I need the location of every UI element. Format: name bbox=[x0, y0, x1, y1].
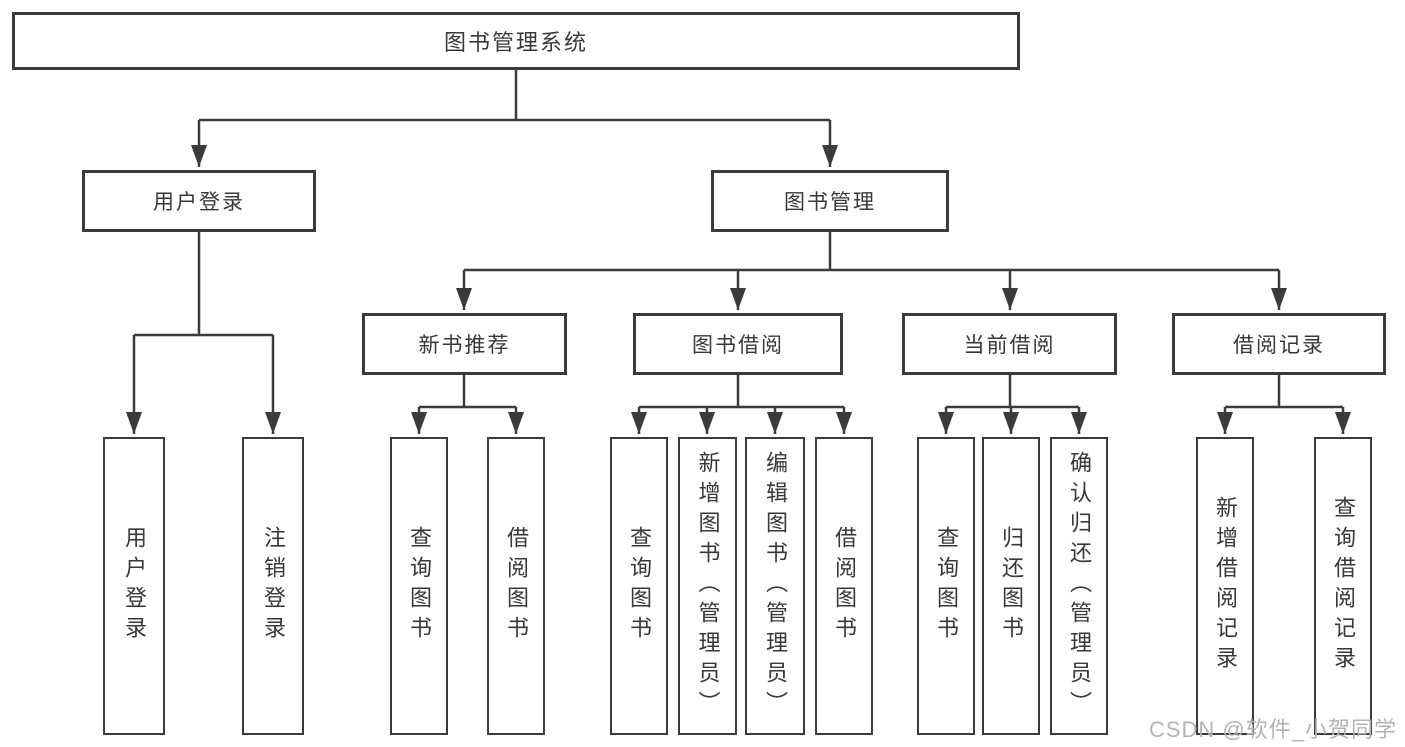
leaf-user-login: 用户登录 bbox=[103, 437, 165, 735]
leaf-add-book-admin: 新增图书（管理员） bbox=[678, 437, 737, 735]
node-book-borrow: 图书借阅 bbox=[633, 313, 843, 375]
node-borrow-records: 借阅记录 bbox=[1172, 313, 1386, 375]
leaf-query-books-borrow: 查询图书 bbox=[610, 437, 668, 735]
leaf-add-borrow-record: 新增借阅记录 bbox=[1196, 437, 1254, 735]
node-book-management: 图书管理 bbox=[711, 170, 949, 232]
node-user-login: 用户登录 bbox=[82, 170, 316, 232]
leaf-edit-book-admin: 编辑图书（管理员） bbox=[745, 437, 805, 735]
node-new-book-recommend: 新书推荐 bbox=[362, 313, 567, 375]
node-current-borrow: 当前借阅 bbox=[902, 313, 1117, 375]
leaf-borrow-books-recommend: 借阅图书 bbox=[487, 437, 545, 735]
csdn-watermark: CSDN @软件_小贺同学 bbox=[1148, 717, 1397, 742]
leaf-query-books-current: 查询图书 bbox=[917, 437, 975, 735]
leaf-logout: 注销登录 bbox=[242, 437, 304, 735]
leaf-borrow-books: 借阅图书 bbox=[815, 437, 873, 735]
leaf-query-borrow-record: 查询借阅记录 bbox=[1314, 437, 1372, 735]
node-library-management-system: 图书管理系统 bbox=[12, 12, 1020, 70]
leaf-query-books-recommend: 查询图书 bbox=[390, 437, 448, 735]
leaf-return-book: 归还图书 bbox=[982, 437, 1040, 735]
leaf-confirm-return-admin: 确认归还（管理员） bbox=[1050, 437, 1108, 735]
